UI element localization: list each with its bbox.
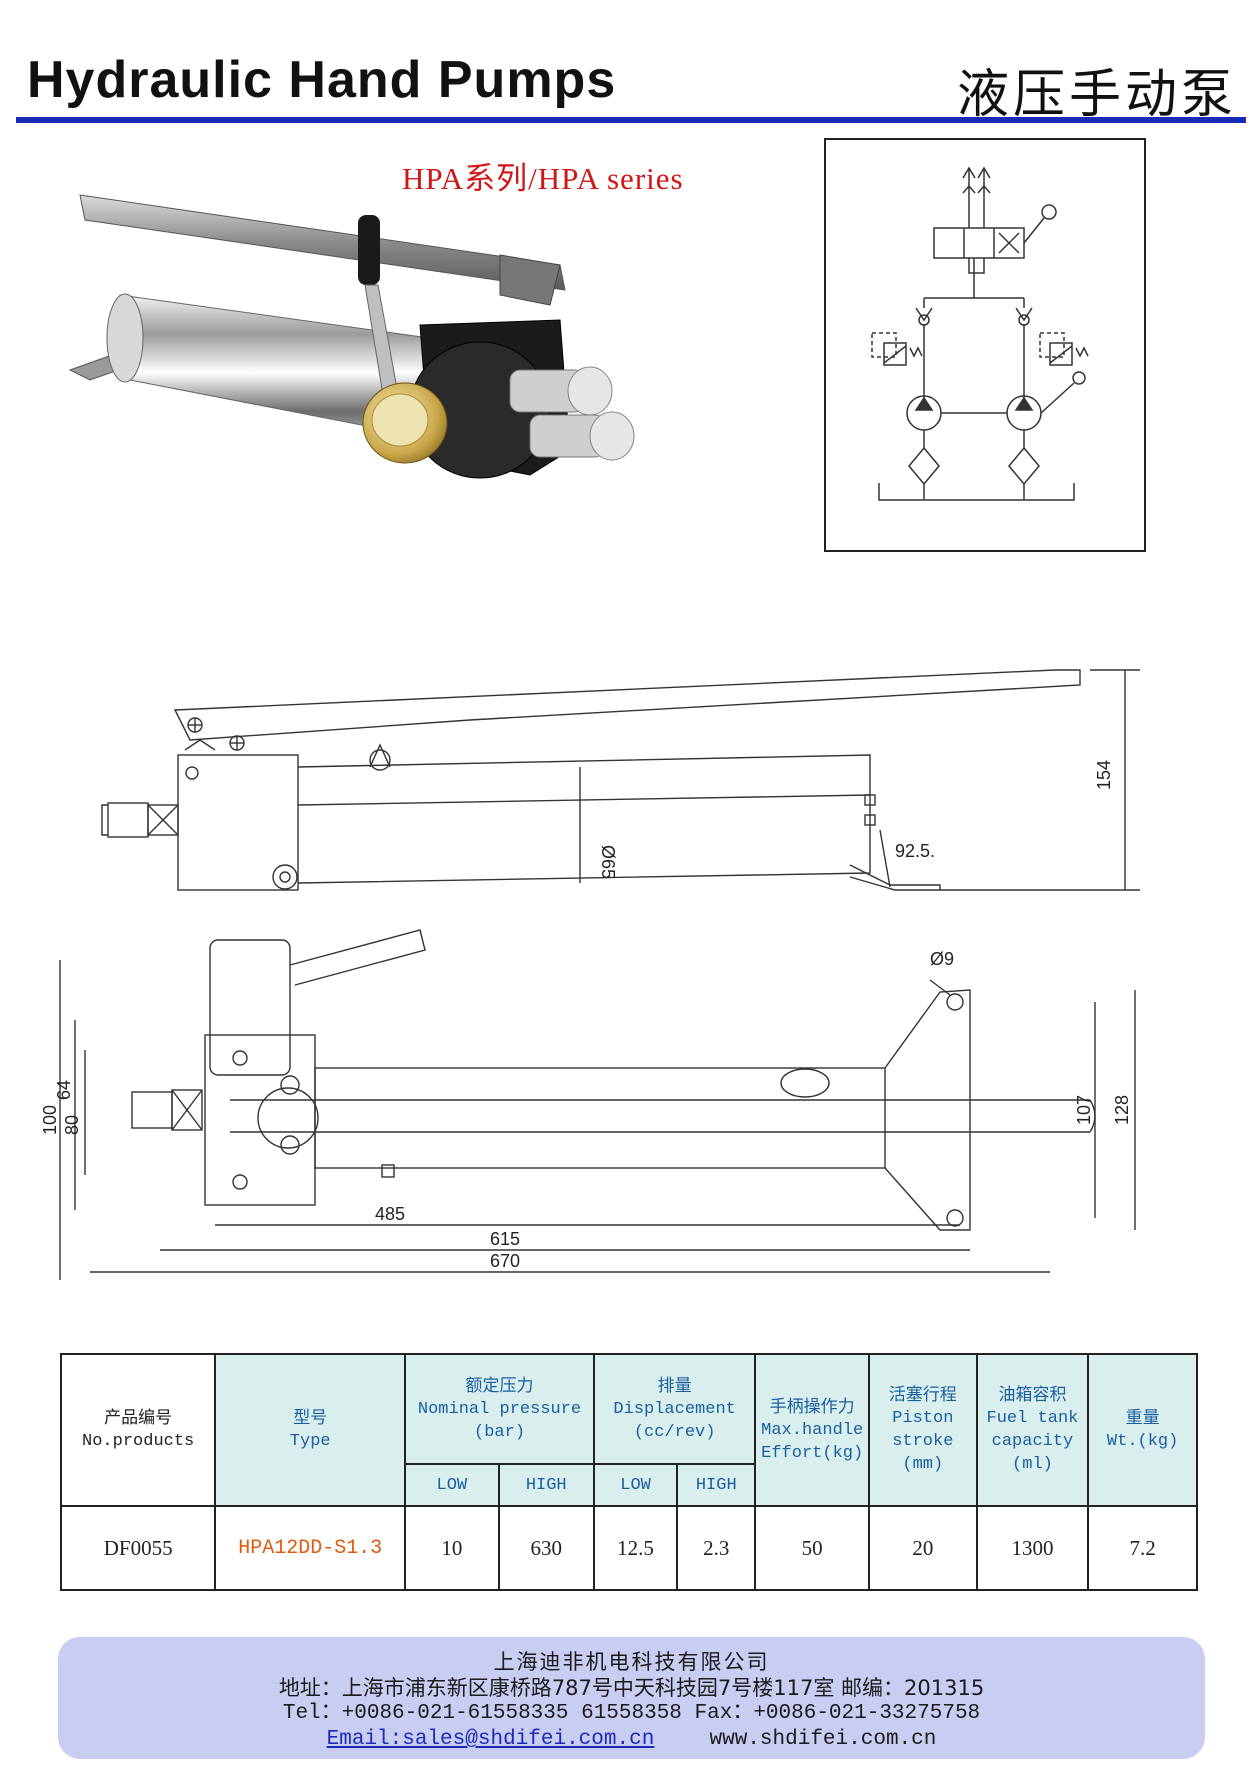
contact-footer: 上海迪非机电科技有限公司 地址：上海市浦东新区康桥路787号中天科技园7号楼11…	[58, 1637, 1205, 1759]
cell-effort: 50	[754, 1505, 871, 1591]
header-effort: 手柄操作力 Max.handle Effort(kg)	[754, 1353, 871, 1507]
header-weight: 重量 Wt.(kg)	[1087, 1353, 1198, 1507]
cell-tank: 1300	[975, 1505, 1090, 1591]
top-length-label-1: 485	[375, 1204, 405, 1224]
series-label: HPA系列/HPA series	[402, 161, 684, 196]
header-type: 型号 Type	[214, 1353, 407, 1507]
header-product-no: 产品编号 No.products	[59, 1353, 217, 1507]
header-displacement: 排量 Displacement (cc/rev)	[592, 1353, 757, 1465]
pump-photo	[68, 194, 635, 479]
top-left-label-2: 80	[62, 1115, 82, 1135]
company-name: 上海迪非机电科技有限公司	[493, 1650, 770, 1674]
company-address: 地址：上海市浦东新区康桥路787号中天科技园7号楼117室 邮编：201315	[278, 1676, 985, 1700]
top-view-drawing: Ø9 100 80 64 107 128 485 615 670	[40, 929, 1136, 1280]
header-disp-low: LOW	[592, 1463, 679, 1507]
header-tank: 油箱容积 Fuel tank capacity (ml)	[975, 1353, 1090, 1507]
header-rule	[16, 117, 1246, 123]
header-pressure-low: LOW	[404, 1463, 500, 1507]
cell-weight: 7.2	[1087, 1505, 1198, 1591]
hydraulic-schematic	[824, 138, 1146, 552]
side-height-label: 154	[1094, 760, 1114, 790]
header-stroke: 活塞行程 Piston stroke (mm)	[868, 1353, 978, 1507]
header-pressure-high: HIGH	[497, 1463, 595, 1507]
cell-product-no: DF0055	[59, 1505, 217, 1591]
header-disp-high: HIGH	[676, 1463, 757, 1507]
page-title-chinese: 液压手动泵	[956, 65, 1237, 125]
company-phone: Tel：+0086-021-61558335 61558358 Fax：+008…	[282, 1702, 981, 1725]
cell-pressure-high: 630	[497, 1505, 595, 1591]
cell-disp-low: 12.5	[592, 1505, 679, 1591]
top-left-label-1: 100	[40, 1105, 60, 1135]
cell-disp-high: 2.3	[676, 1505, 757, 1591]
cell-type: HPA12DD-S1.3	[214, 1505, 407, 1591]
side-view-drawing: 154 Ø65 92.5.	[101, 669, 1140, 891]
side-foot-label: 92.5.	[895, 841, 935, 861]
top-hole-label: Ø9	[930, 949, 954, 969]
top-right-label-2: 128	[1112, 1095, 1132, 1125]
cell-stroke: 20	[868, 1505, 978, 1591]
email-link[interactable]: Email:sales@shdifei.com.cn	[326, 1728, 655, 1751]
top-length-label-2: 615	[490, 1229, 520, 1249]
top-length-label-3: 670	[490, 1251, 520, 1271]
header-pressure: 额定压力 Nominal pressure (bar)	[404, 1353, 595, 1465]
side-bore-label: Ø65	[598, 845, 618, 879]
top-left-label-3: 64	[54, 1080, 74, 1100]
page-title: Hydraulic Hand Pumps	[27, 51, 617, 109]
top-right-label-1: 107	[1074, 1095, 1094, 1125]
spec-table: 产品编号 No.products 型号 Type 额定压力 Nominal pr…	[59, 1353, 1198, 1591]
website-text[interactable]: www.shdifei.com.cn	[709, 1728, 937, 1751]
cell-pressure-low: 10	[404, 1505, 500, 1591]
